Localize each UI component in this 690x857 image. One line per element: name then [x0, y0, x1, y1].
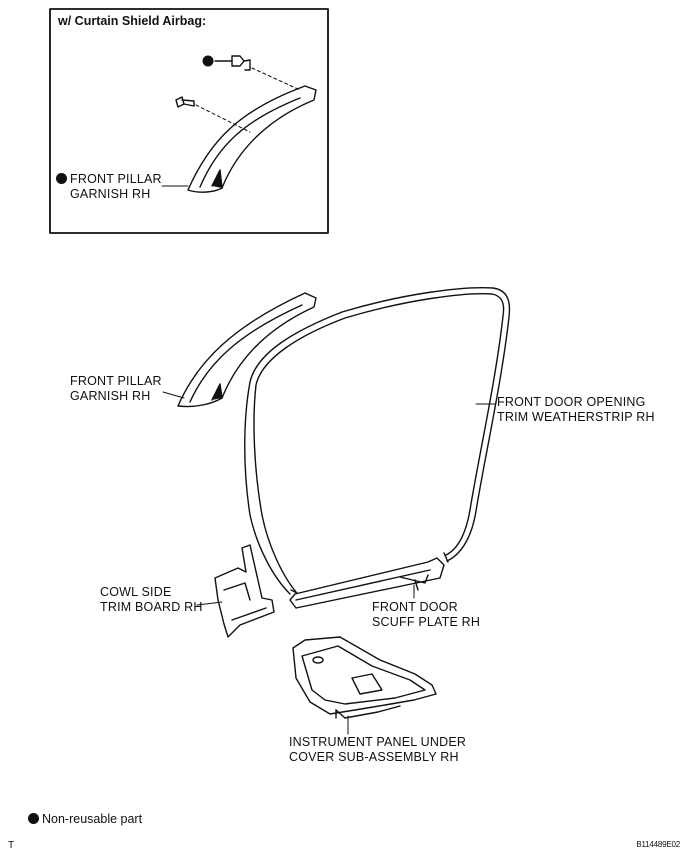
figure-code: B114489E02 [636, 840, 680, 849]
inset-frame [49, 8, 329, 234]
legend: Non-reusable part [28, 812, 142, 826]
label-line: COVER SUB-ASSEMBLY RH [289, 750, 459, 764]
label-line: INSTRUMENT PANEL UNDER [289, 735, 467, 749]
label-line: SCUFF PLATE RH [372, 615, 481, 629]
inset-label-line-1: FRONT PILLAR [56, 172, 162, 187]
filled-circle-icon [28, 813, 39, 824]
inset-push-fastener [175, 96, 195, 108]
inset-pillar-garnish-shape [187, 85, 317, 193]
label-line: FRONT DOOR [372, 600, 458, 614]
cowl-side-trim-board-shape [214, 544, 275, 638]
label-line: FRONT DOOR OPENING [497, 395, 646, 409]
label-line: GARNISH RH [70, 389, 151, 403]
front-door-scuff-plate-shape [289, 557, 445, 609]
door-opening-weatherstrip-shape [244, 287, 511, 595]
label-line: TRIM BOARD RH [100, 600, 203, 614]
corner-mark: T [8, 840, 15, 851]
non-reusable-dot-icon [202, 55, 214, 67]
weatherstrip-label: FRONT DOOR OPENING TRIM WEATHERSTRIP RH [497, 395, 655, 425]
non-reusable-dot-icon [56, 173, 67, 184]
instrument-panel-under-cover-shape [292, 636, 437, 735]
inset-part-label: FRONT PILLAR GARNISH RH [56, 172, 162, 202]
scuff-plate-label: FRONT DOOR SCUFF PLATE RH [372, 600, 480, 630]
cowl-side-label: COWL SIDE TRIM BOARD RH [100, 585, 203, 615]
inset-label-line-2: GARNISH RH [70, 187, 151, 201]
label-line: FRONT PILLAR [70, 374, 162, 388]
inset-clip-part [214, 55, 251, 71]
under-cover-label: INSTRUMENT PANEL UNDER COVER SUB-ASSEMBL… [289, 735, 466, 765]
label-line: TRIM WEATHERSTRIP RH [497, 410, 655, 424]
legend-label: Non-reusable part [42, 812, 143, 826]
front-pillar-garnish-label: FRONT PILLAR GARNISH RH [70, 374, 162, 404]
label-line: COWL SIDE [100, 585, 172, 599]
front-pillar-garnish-shape [177, 292, 317, 408]
inset-title: w/ Curtain Shield Airbag: [58, 14, 207, 28]
